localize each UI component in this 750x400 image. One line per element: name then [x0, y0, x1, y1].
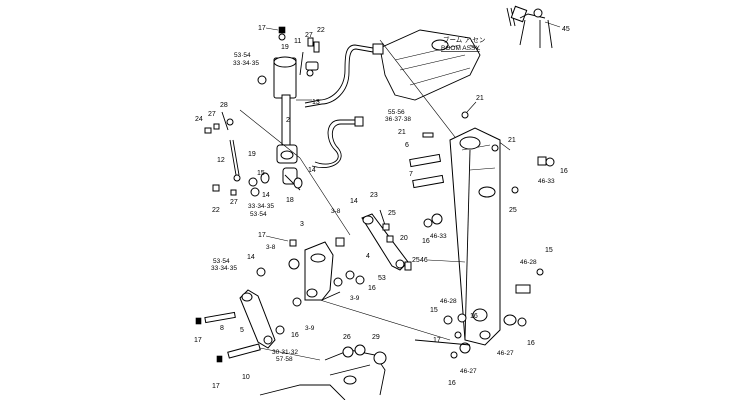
fittings-14-15-18-19	[212, 167, 303, 197]
hose-13	[304, 43, 384, 168]
pin-10	[216, 343, 261, 363]
callout-16: 16	[291, 332, 299, 339]
callout-3: 3	[300, 221, 304, 228]
callout-3-8: 3-8	[331, 208, 341, 215]
callout-3-9: 3-9	[305, 325, 315, 332]
callout-14-b: 14	[262, 192, 270, 199]
callout-27: 27	[305, 32, 313, 39]
callout-11: 11	[294, 38, 301, 45]
callout-17-e: 17	[433, 337, 441, 344]
callout-33-34-35-b: 33·34·35	[248, 203, 274, 210]
callout-13: 13	[312, 99, 320, 106]
callout-16-b: 16	[368, 285, 376, 292]
callout-19-b: 19	[248, 151, 256, 158]
callout-17-c: 17	[194, 337, 202, 344]
callout-27-c: 27	[230, 199, 238, 206]
callout-17-d: 17	[212, 383, 220, 390]
callout-30-31-32: 30·31·32	[272, 349, 298, 356]
callout-18: 18	[286, 197, 294, 204]
callout-27-b: 27	[208, 111, 216, 118]
callout-53-54: 53·54	[234, 52, 251, 59]
link-4	[361, 209, 412, 271]
callout-16-e: 16	[527, 340, 535, 347]
callout-15-b: 15	[545, 247, 553, 254]
callout-28: 28	[220, 102, 228, 109]
callout-3-8-b: 3-8	[266, 244, 276, 251]
callout-16-f: 16	[448, 380, 456, 387]
callout-46-28: 46-28	[520, 259, 537, 266]
callout-16-c: 16	[560, 168, 568, 175]
callout-57-58: 57·58	[276, 356, 293, 363]
callout-21: 21	[476, 95, 484, 102]
callout-21-b: 21	[398, 129, 406, 136]
callout-53: 53	[378, 275, 386, 282]
callout-20: 20	[400, 235, 408, 242]
callout-labels: 17 22 27 11 19 53·54 33·34·35 13 2 28 27…	[194, 25, 570, 390]
callout-2: 2	[286, 117, 290, 124]
callout-14: 14	[308, 167, 316, 174]
callout-19: 19	[281, 44, 289, 51]
bolts-24-27-28	[204, 111, 234, 134]
callout-8: 8	[220, 325, 224, 332]
callout-33-34-35-c: 33·34·35	[211, 265, 237, 272]
washers-arm	[414, 111, 555, 359]
callout-14-d: 14	[350, 198, 358, 205]
callout-14-c: 14	[247, 254, 255, 261]
callout-15-c: 15	[430, 307, 438, 314]
pin-8	[195, 311, 236, 325]
callout-7: 7	[409, 171, 413, 178]
boom-assy-jp: ブーム ア.セン	[443, 35, 485, 44]
callout-6: 6	[405, 142, 409, 149]
callout-16-g: 16	[470, 313, 478, 320]
pins-6-7	[409, 132, 445, 189]
callout-12: 12	[217, 157, 225, 164]
callout-17: 17	[258, 25, 266, 32]
link-3	[256, 237, 345, 301]
callout-15: 15	[257, 170, 265, 177]
callout-46-33: 46-33	[538, 178, 555, 185]
arm-46	[449, 127, 501, 346]
callout-3-9-b: 3-9	[350, 295, 360, 302]
callout-45: 45	[562, 26, 570, 33]
callout-55-56: 55·56	[388, 109, 405, 116]
callout-23: 23	[370, 192, 378, 199]
callout-25-b: 25	[412, 257, 420, 264]
part-45-bracket	[506, 5, 561, 49]
callout-4: 4	[366, 253, 370, 260]
callout-53-54-b: 53·54	[250, 211, 267, 218]
callout-46-28-b: 46-28	[440, 298, 457, 305]
callout-29: 29	[372, 334, 380, 341]
boom-assy-en: BOOM ASSY	[441, 45, 480, 52]
callout-22: 22	[317, 27, 325, 34]
callout-33-34-35: 33·34·35	[233, 60, 259, 67]
boom-body	[379, 29, 481, 101]
callout-46-27-b: 46-27	[460, 368, 477, 375]
callout-5: 5	[240, 327, 244, 334]
rod-12	[229, 139, 241, 182]
callout-16-d: 16	[422, 238, 430, 245]
callout-36-37-38: 36·37·38	[385, 116, 411, 123]
callout-46: 46	[420, 257, 428, 264]
callout-25: 25	[388, 210, 396, 217]
callout-53-54-c: 53·54	[213, 258, 230, 265]
boom-assy-label: ブーム ア.セン BOOM ASSY	[441, 35, 485, 52]
top-fittings	[257, 26, 320, 85]
link-5	[239, 289, 276, 349]
callout-26: 26	[343, 334, 351, 341]
callout-46-27: 46-27	[497, 350, 514, 357]
bucket-bottom	[259, 344, 387, 400]
washers-lower-left	[275, 270, 365, 335]
callout-17-b: 17	[258, 232, 266, 239]
callout-22-b: 22	[212, 207, 220, 214]
callout-10: 10	[242, 374, 250, 381]
callout-21-c: 21	[508, 137, 516, 144]
cylinder-2	[273, 56, 312, 164]
callout-24: 24	[195, 116, 203, 123]
callout-25-c: 25	[509, 207, 517, 214]
callout-46-33-b: 46-33	[430, 233, 447, 240]
